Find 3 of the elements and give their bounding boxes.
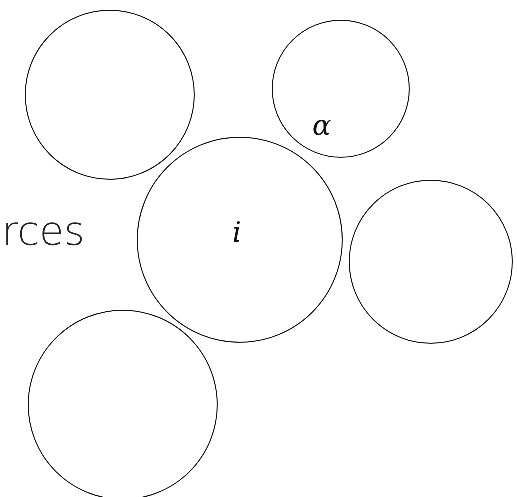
index-symbol: i: [232, 219, 242, 247]
cut-off-text: rces: [2, 212, 86, 252]
angle-symbol: α: [312, 112, 332, 140]
